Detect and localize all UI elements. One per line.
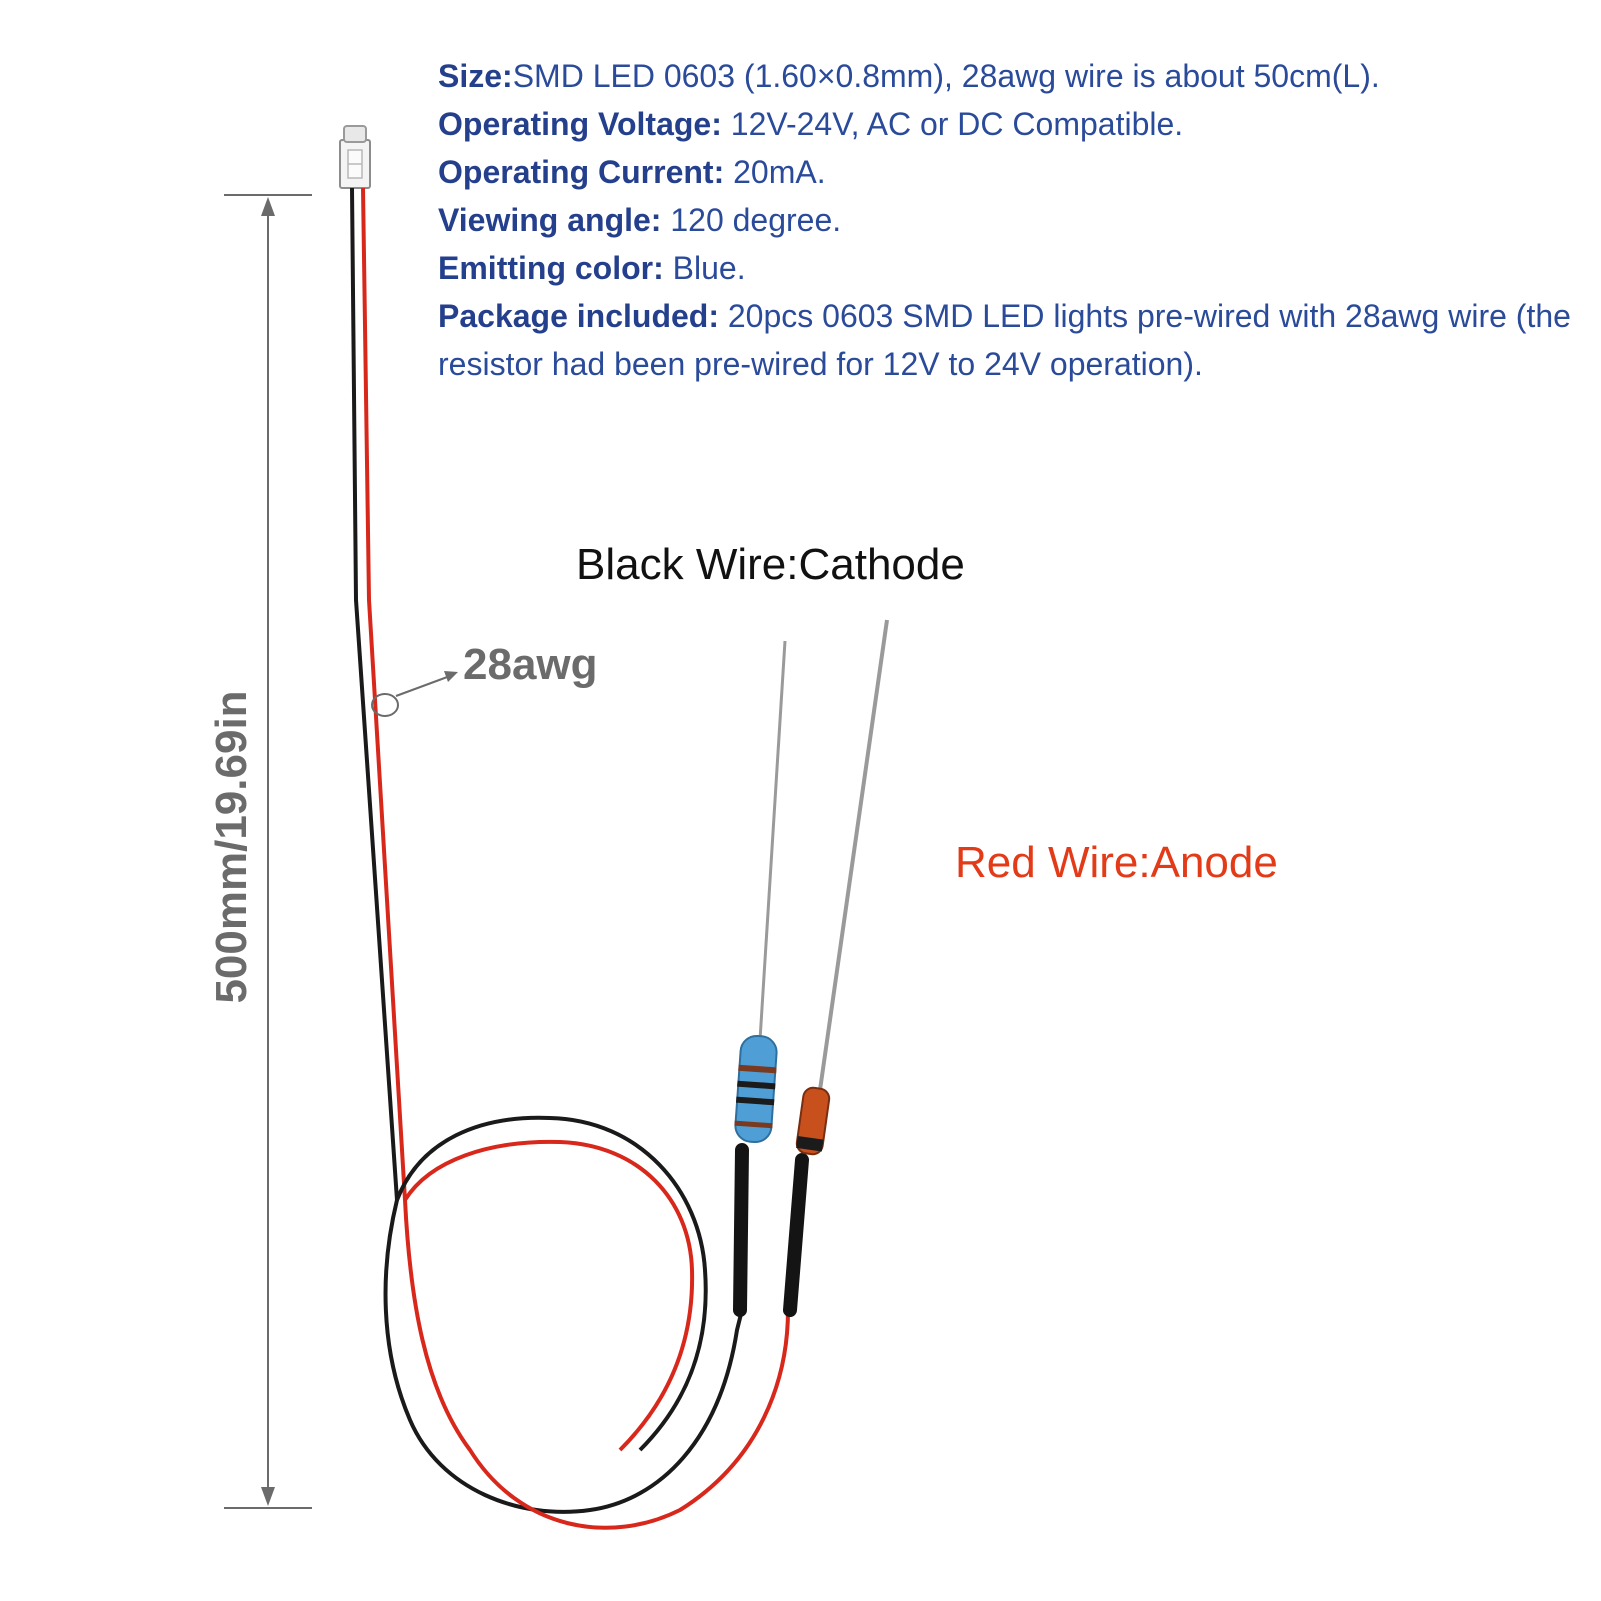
dimension-arrow-bottom bbox=[261, 1487, 275, 1506]
red-wire-loop bbox=[403, 1139, 695, 1452]
resistor bbox=[734, 1034, 778, 1144]
spec-key: Operating Voltage: bbox=[438, 106, 722, 142]
black-wire-loop bbox=[395, 1115, 708, 1452]
dimension-marker bbox=[224, 194, 312, 1509]
spec-value: 12V-24V, AC or DC Compatible. bbox=[721, 106, 1184, 142]
diode bbox=[795, 1086, 831, 1156]
spec-package: Package included: 20pcs 0603 SMD LED lig… bbox=[438, 292, 1588, 388]
spec-size: Size:SMD LED 0603 (1.60×0.8mm), 28awg wi… bbox=[438, 52, 1588, 100]
awg-callout bbox=[371, 671, 458, 717]
spec-value: Blue. bbox=[663, 250, 746, 286]
heat-shrink-left bbox=[733, 1143, 749, 1317]
spec-current: Operating Current: 20mA. bbox=[438, 148, 1588, 196]
spec-value: 120 degree. bbox=[661, 202, 842, 238]
spec-value: SMD LED 0603 (1.60×0.8mm), 28awg wire is… bbox=[512, 58, 1380, 94]
black-wire bbox=[350, 187, 744, 1514]
spec-value: 20mA. bbox=[724, 154, 826, 190]
spec-value: 20pcs 0603 SMD LED lights pre-wired with… bbox=[438, 298, 1571, 382]
heat-shrink-right bbox=[783, 1153, 809, 1317]
spec-color: Emitting color: Blue. bbox=[438, 244, 1588, 292]
spec-list: Size:SMD LED 0603 (1.60×0.8mm), 28awg wi… bbox=[438, 52, 1588, 388]
spec-key: Size: bbox=[438, 58, 513, 94]
smd-led-chip bbox=[339, 125, 371, 189]
spec-angle: Viewing angle: 120 degree. bbox=[438, 196, 1588, 244]
spec-voltage: Operating Voltage: 12V-24V, AC or DC Com… bbox=[438, 100, 1588, 148]
gauge-label: 28awg bbox=[463, 640, 598, 689]
red-wire-label: Red Wire:Anode bbox=[955, 838, 1278, 887]
red-wire bbox=[361, 187, 790, 1530]
length-label: 500mm/19.69in bbox=[207, 690, 256, 1004]
spec-key: Package included: bbox=[438, 298, 719, 334]
dimension-arrow-top bbox=[261, 197, 275, 216]
spec-key: Operating Current: bbox=[438, 154, 725, 190]
resistor-lead bbox=[758, 640, 787, 1041]
diode-lead bbox=[818, 619, 889, 1091]
black-wire-label: Black Wire:Cathode bbox=[576, 540, 965, 589]
spec-key: Emitting color: bbox=[438, 250, 664, 286]
spec-key: Viewing angle: bbox=[438, 202, 662, 238]
